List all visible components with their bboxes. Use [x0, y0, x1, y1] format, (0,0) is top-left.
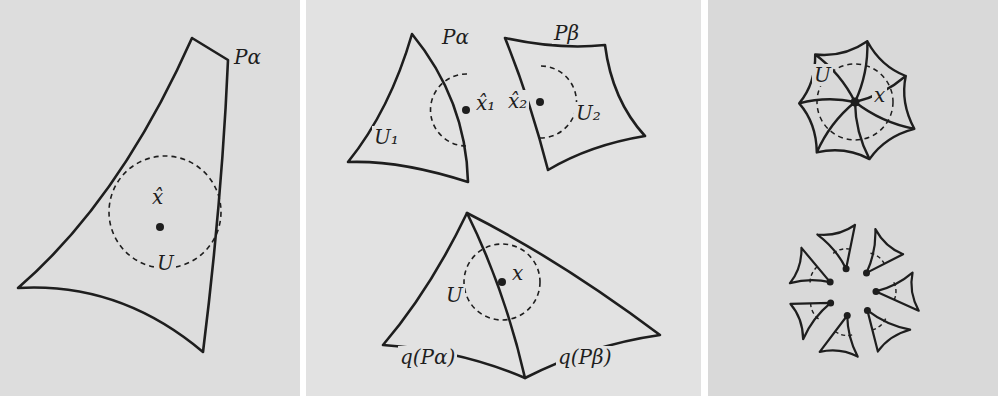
- paper-panel: [708, 0, 998, 396]
- math-label: x̂: [150, 186, 165, 208]
- math-label: q(Pα): [398, 346, 457, 368]
- point: [863, 269, 870, 276]
- panel-three-figure: [790, 41, 919, 356]
- math-label: x: [510, 262, 525, 284]
- math-label: U: [444, 284, 465, 306]
- math-label: Pβ: [552, 22, 581, 44]
- glued-edge: [467, 213, 525, 378]
- polygon-piece: [876, 273, 919, 311]
- dashed-arc: [894, 282, 896, 299]
- polygon-piece: [790, 303, 830, 339]
- dashed-arc: [833, 249, 850, 254]
- point: [851, 98, 860, 107]
- math-label: U₁: [372, 126, 401, 148]
- dashed-neighbourhood: [540, 66, 577, 138]
- math-label: Pα: [440, 26, 471, 48]
- point: [864, 307, 871, 314]
- point: [462, 106, 470, 114]
- point: [843, 265, 850, 272]
- point: [156, 223, 164, 231]
- dashed-neighbourhood: [464, 244, 540, 320]
- point: [844, 312, 851, 319]
- polygon-piece: [820, 316, 858, 357]
- dashed-arc: [810, 267, 817, 283]
- polygon-piece: [867, 229, 904, 273]
- polygon-outline: [383, 213, 660, 378]
- math-label: U: [812, 64, 833, 86]
- polygon-star: [799, 41, 914, 159]
- point: [827, 299, 834, 306]
- point: [498, 278, 506, 286]
- dashed-arc: [835, 331, 852, 335]
- dashed-arc: [811, 303, 819, 318]
- dashed-arc: [870, 253, 884, 263]
- math-label: U₂: [574, 102, 603, 124]
- math-label: x̂₂: [506, 90, 529, 112]
- point: [536, 98, 544, 106]
- paper-panel: [306, 0, 701, 396]
- point: [872, 288, 879, 295]
- math-label: U: [155, 252, 176, 274]
- math-label: x: [872, 84, 887, 106]
- dashed-neighbourhood: [431, 74, 467, 146]
- polygon-outline: [18, 38, 228, 352]
- math-label: x̂₁: [474, 92, 497, 114]
- polygon-outline: [348, 34, 468, 182]
- polygon-piece: [817, 225, 855, 269]
- math-label: q(Pβ): [556, 346, 613, 368]
- paper-panel: [0, 0, 300, 396]
- math-label: Pα: [232, 46, 263, 68]
- polygon-piece: [867, 310, 910, 351]
- point: [827, 279, 834, 286]
- polygon-outline: [505, 38, 645, 170]
- dashed-arc: [872, 319, 885, 330]
- polygon-piece: [790, 248, 830, 283]
